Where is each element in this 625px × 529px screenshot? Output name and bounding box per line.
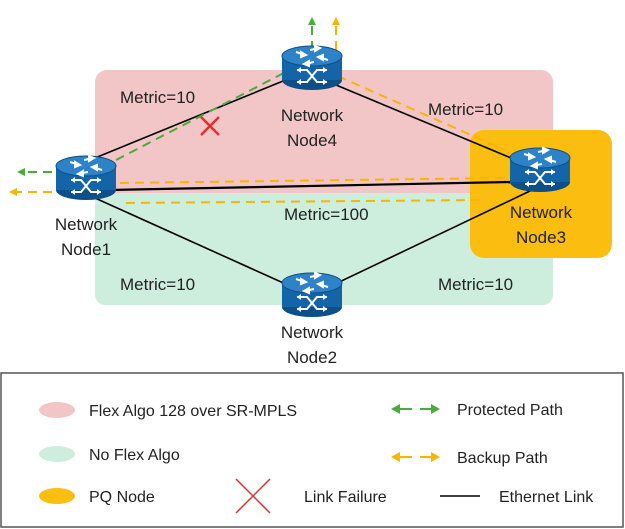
link-node1-node3 <box>109 180 511 192</box>
router-icon-node2 <box>281 272 343 318</box>
metric-node1-node2: Metric=10 <box>120 275 195 294</box>
no-flex-algo-swatch <box>39 446 75 462</box>
protected-path-legend-icon <box>391 404 440 414</box>
protected-path <box>17 17 316 176</box>
node1-label-line2: Node1 <box>61 240 111 259</box>
ethernet-links <box>89 69 541 296</box>
flex-algo-region <box>95 70 553 193</box>
node1-label-line1: Network <box>55 215 118 234</box>
link-node1-node4 <box>89 69 311 161</box>
legend-backup-path-label: Backup Path <box>457 450 548 467</box>
link-node2-node3 <box>311 189 533 296</box>
flex-algo-swatch <box>39 402 75 418</box>
no-flex-algo-region <box>95 193 553 305</box>
metric-node1-node4: Metric=10 <box>120 88 195 107</box>
legend-protected-path-label: Protected Path <box>457 402 563 419</box>
legend: Flex Algo 128 over SR-MPLS No Flex Algo … <box>0 372 624 528</box>
link-node1-node2 <box>94 197 311 296</box>
link-failure-legend-icon <box>235 478 271 514</box>
legend-ethernet-link-label: Ethernet Link <box>499 489 594 506</box>
legend-frame <box>0 372 624 528</box>
node2-label-line2: Node2 <box>287 348 337 367</box>
pq-node-highlight <box>470 130 612 258</box>
router-icon-node1 <box>55 155 117 201</box>
metric-node1-node3: Metric=100 <box>284 205 369 224</box>
router-icon-node4 <box>281 45 343 91</box>
legend-link-failure-label: Link Failure <box>304 489 387 506</box>
backup-path <box>9 17 506 204</box>
metric-node2-node3: Metric=10 <box>438 275 513 294</box>
node4-label-line2: Node4 <box>287 131 337 150</box>
legend-flex-algo-label: Flex Algo 128 over SR-MPLS <box>89 403 297 420</box>
backup-path-legend-icon <box>391 452 440 462</box>
pq-node-swatch <box>39 488 75 504</box>
router-icon-node3 <box>509 147 571 193</box>
node2-label-line1: Network <box>281 323 344 342</box>
link-failure-x-icon <box>200 116 220 136</box>
legend-no-flex-label: No Flex Algo <box>89 447 180 464</box>
legend-pq-node-label: PQ Node <box>89 489 155 506</box>
node3-label-line1: Network <box>510 203 573 222</box>
node3-label-line2: Node3 <box>516 228 566 247</box>
node4-label-line1: Network <box>281 106 344 125</box>
link-node4-node3 <box>311 74 541 171</box>
metric-node4-node3: Metric=10 <box>428 100 503 119</box>
